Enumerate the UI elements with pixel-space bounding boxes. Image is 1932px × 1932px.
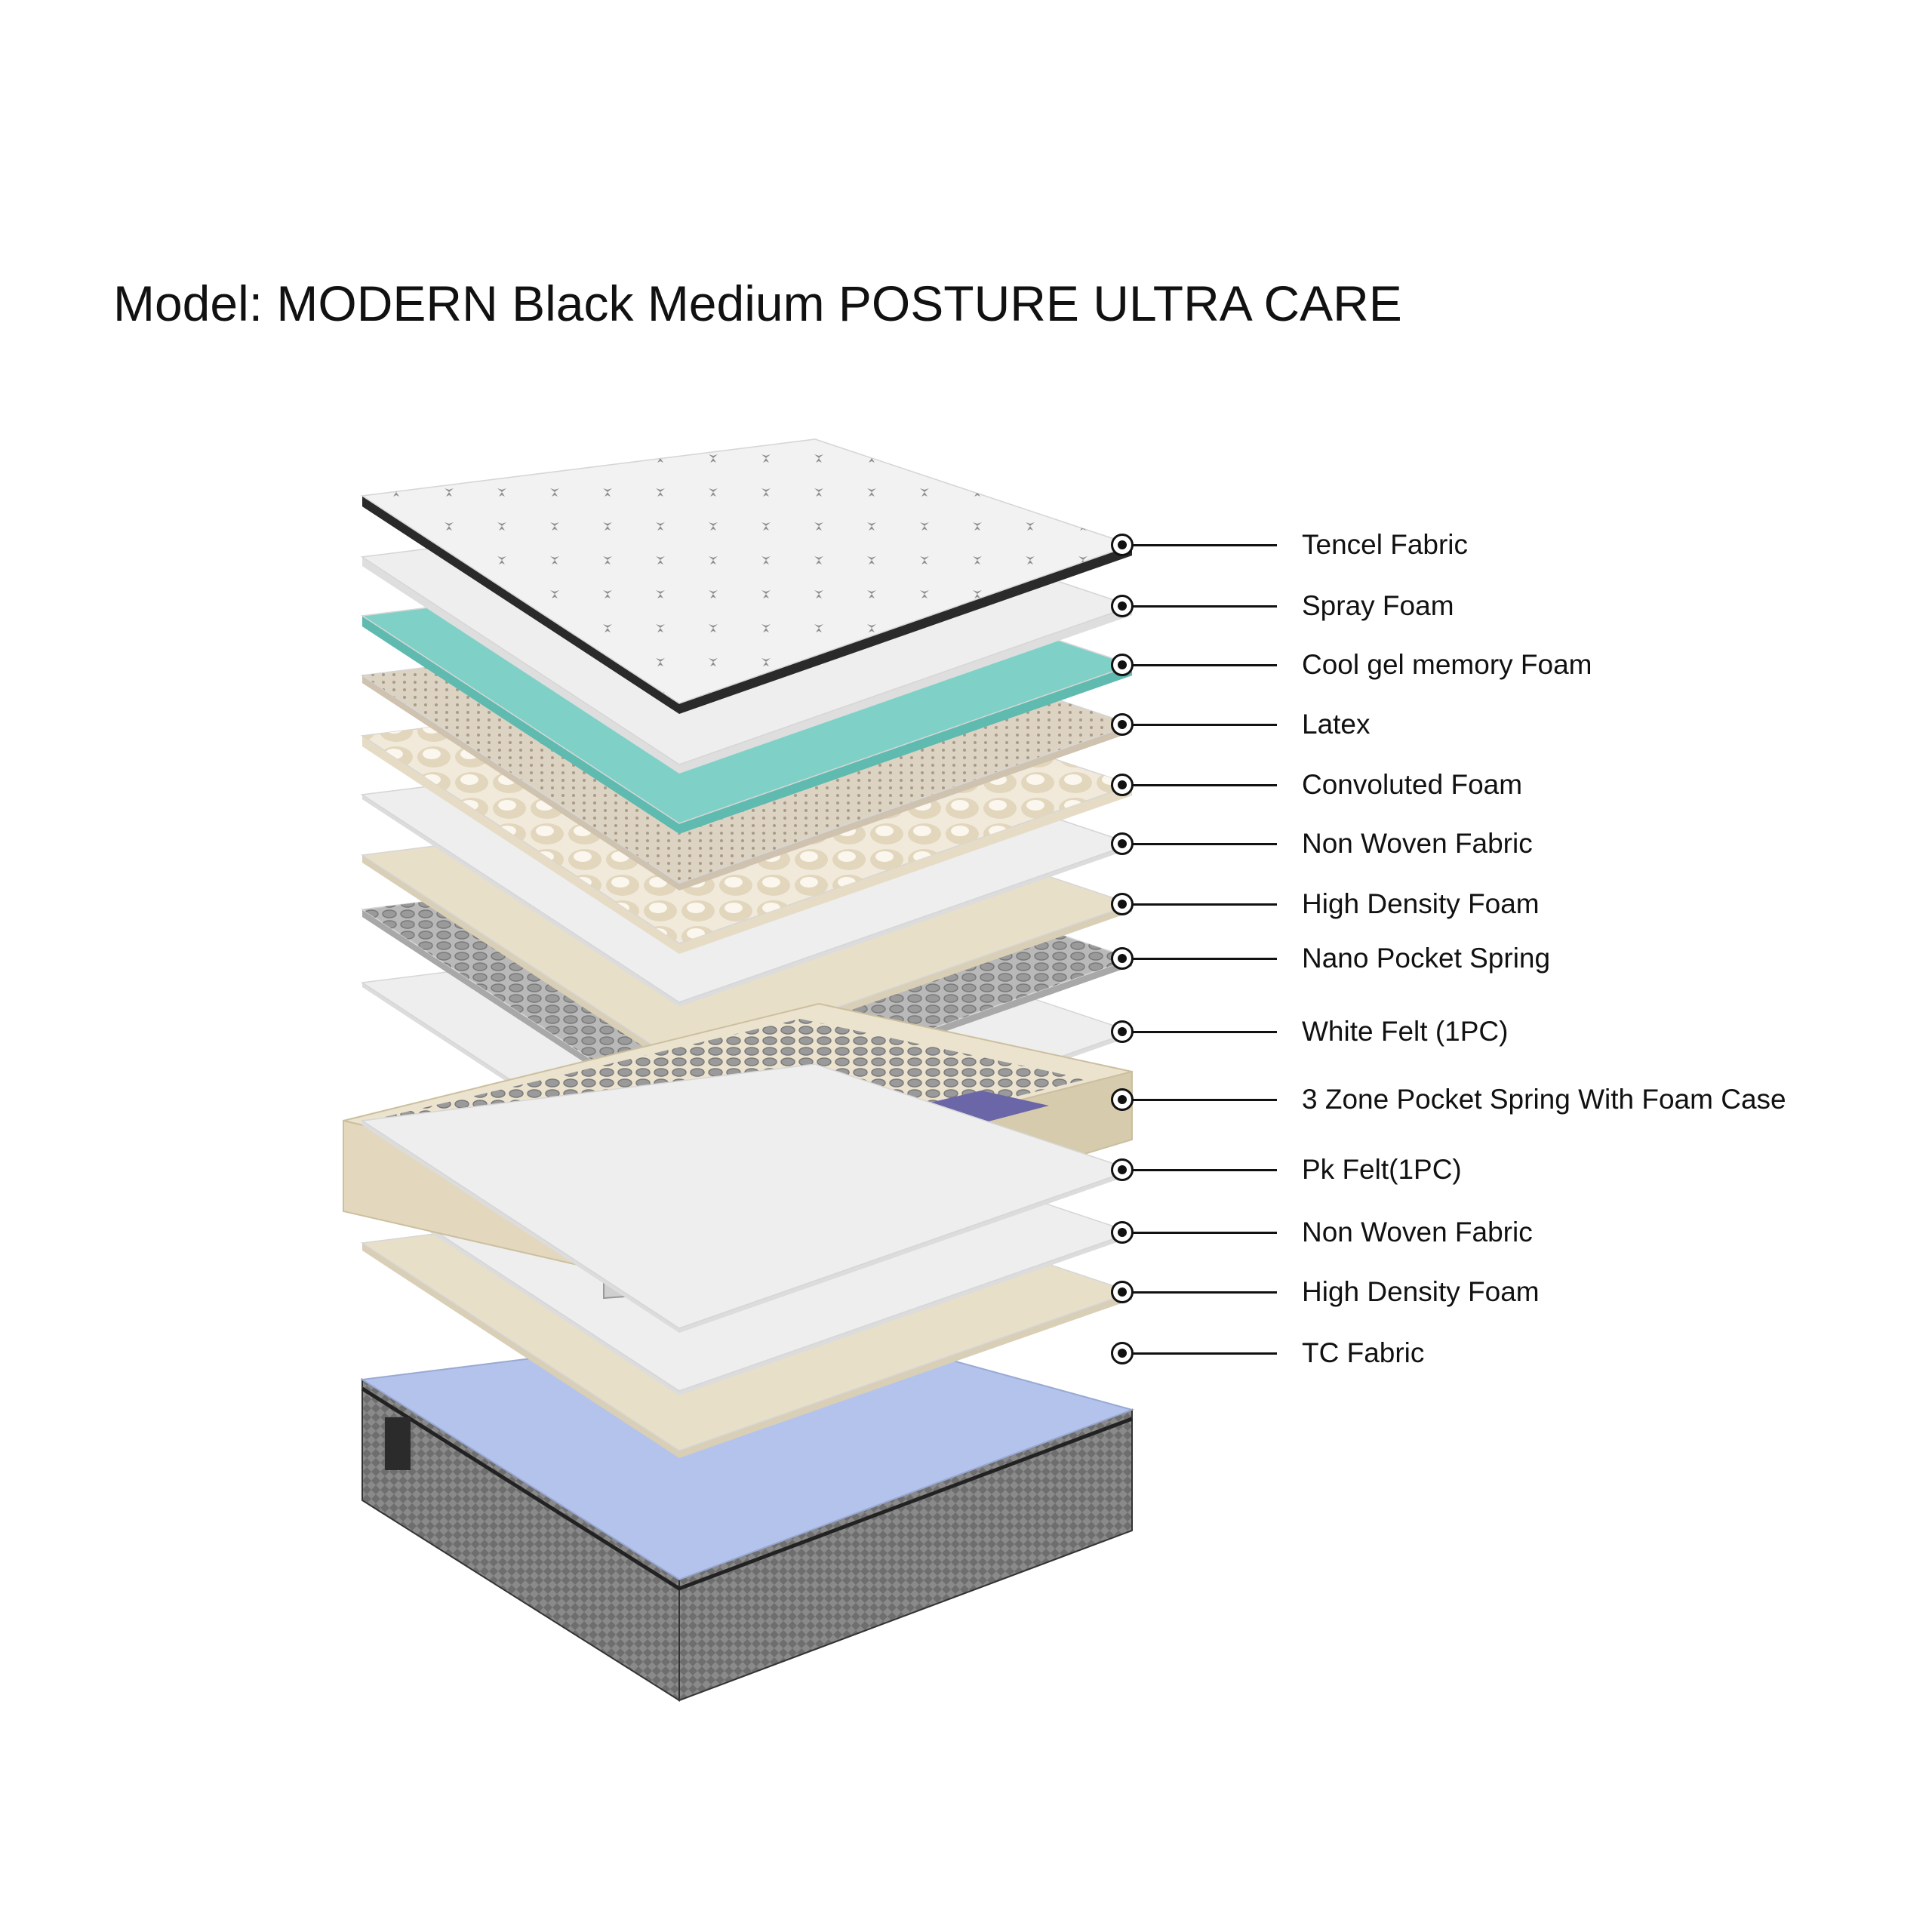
- leader-dot-icon: [1111, 1088, 1134, 1111]
- leader-dot-icon: [1111, 595, 1134, 617]
- tencel-fabric-layer-texture: [362, 439, 1132, 703]
- cool-gel-foam-layer-side: [679, 665, 1132, 834]
- leader-dot-icon: [1111, 1158, 1134, 1181]
- pk-felt-layer-overlay-side: [679, 1170, 1132, 1333]
- leader-line: [1132, 1232, 1277, 1234]
- latex-layer-side: [679, 724, 1132, 891]
- latex-layer-side: [362, 675, 679, 891]
- leader-line: [1132, 664, 1277, 666]
- layer-label: 3 Zone Pocket Spring With Foam Case: [1302, 1084, 1786, 1115]
- non-woven-fabric-layer-side: [679, 844, 1132, 1007]
- layer-label: TC Fabric: [1302, 1337, 1425, 1368]
- leader-line: [1132, 958, 1277, 960]
- pk-felt-layer-overlay-side: [362, 1121, 679, 1333]
- layer-label: Latex: [1302, 709, 1371, 740]
- leader-line: [1132, 903, 1277, 906]
- leader-line: [1132, 1169, 1277, 1171]
- leader-dot-icon: [1111, 1281, 1134, 1303]
- leader-line: [1132, 605, 1277, 608]
- non-woven-fabric-layer-side: [679, 1232, 1132, 1395]
- spray-foam-layer-side: [362, 557, 679, 774]
- layer-label: Pk Felt(1PC): [1302, 1154, 1462, 1185]
- layer-label: Spray Foam: [1302, 590, 1454, 621]
- leader-line: [1132, 843, 1277, 845]
- cool-gel-foam-layer-side: [362, 616, 679, 834]
- base-mattress-top: [360, 1321, 1135, 1581]
- layer-label: Non Woven Fabric: [1302, 1217, 1533, 1247]
- non-woven-fabric-layer-side: [362, 795, 679, 1007]
- layer-label: Tencel Fabric: [1302, 529, 1469, 560]
- leader-dot-icon: [1111, 713, 1134, 736]
- leader-dot-icon: [1111, 947, 1134, 970]
- page-title: Model: MODERN Black Medium POSTURE ULTRA…: [113, 275, 1402, 331]
- leader-line: [1132, 724, 1277, 726]
- leader-dot-icon: [1111, 774, 1134, 796]
- leader-dot-icon: [1111, 832, 1134, 855]
- leader-line: [1132, 784, 1277, 786]
- layer-label: Non Woven Fabric: [1302, 828, 1533, 859]
- convoluted-foam-layer-side: [362, 736, 679, 954]
- layer-label: Nano Pocket Spring: [1302, 943, 1551, 974]
- base-mattress-piping: [361, 1386, 1133, 1591]
- tencel-fabric-layer-side: [362, 496, 679, 714]
- high-density-foam-layer-side: [362, 855, 679, 1070]
- leader-line: [1132, 1031, 1277, 1033]
- leader-line: [1132, 1291, 1277, 1294]
- pk-felt-layer-overlay: [360, 1063, 1134, 1329]
- leader-dot-icon: [1111, 1020, 1134, 1043]
- layer-label: Convoluted Foam: [1302, 769, 1523, 800]
- layer-label: Cool gel memory Foam: [1302, 649, 1592, 680]
- high-density-foam-layer-side: [679, 1292, 1132, 1458]
- leader-dot-icon: [1111, 893, 1134, 915]
- brand-logo-icon: [385, 1417, 411, 1470]
- leader-line: [1132, 1352, 1277, 1355]
- convoluted-foam-layer-side: [679, 785, 1132, 954]
- layer-label: White Felt (1PC): [1302, 1016, 1509, 1047]
- high-density-foam-layer-side: [362, 1243, 679, 1458]
- layer-label: High Density Foam: [1302, 888, 1540, 919]
- spray-foam-layer-side: [679, 606, 1132, 774]
- layer-label: High Density Foam: [1302, 1276, 1540, 1307]
- leader-line: [1132, 544, 1277, 546]
- leader-dot-icon: [1111, 534, 1134, 556]
- leader-dot-icon: [1111, 1342, 1134, 1364]
- non-woven-fabric-layer-side: [362, 1183, 679, 1395]
- leader-line: [1132, 1099, 1277, 1101]
- tencel-fabric-layer-side: [679, 545, 1132, 714]
- layers-group: [343, 438, 1135, 1702]
- leader-dot-icon: [1111, 1221, 1134, 1244]
- leader-dot-icon: [1111, 654, 1134, 676]
